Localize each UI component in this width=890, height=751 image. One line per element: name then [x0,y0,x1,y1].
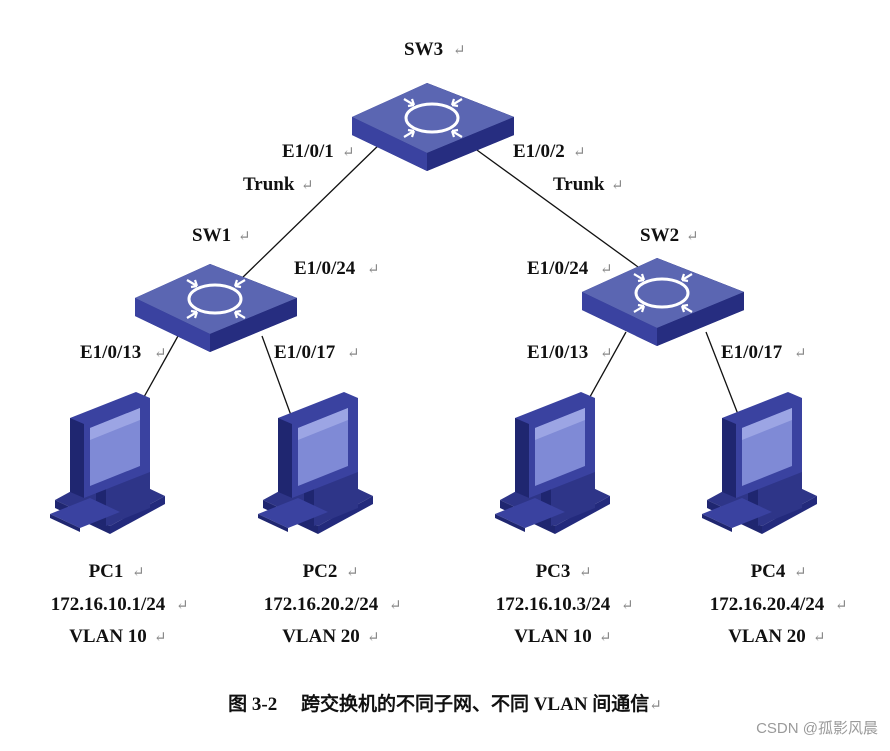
return-mark: ↵ [835,598,848,614]
return-mark: ↵ [132,565,145,581]
pc4-icon [702,392,817,534]
sw3-label: SW3 [404,39,443,60]
sw2-label: SW2 [640,225,679,246]
switch-sw3 [350,81,516,173]
port-label-pc2: E1/0/17 [274,342,336,363]
return-mark: ↵ [342,145,355,161]
return-mark: ↵ [346,565,359,581]
pc4-ip: 172.16.20.4/24 [710,594,825,615]
return-mark: ↵ [621,598,634,614]
pc1-ip: 172.16.10.1/24 [51,594,166,615]
return-mark: ↵ [453,43,466,59]
pc2-vlan: VLAN 20 [282,626,360,647]
links [119,139,749,441]
pc2-ip: 172.16.20.2/24 [264,594,379,615]
pc1-vlan: VLAN 10 [69,626,147,647]
port-label-pc1: E1/0/13 [80,342,141,363]
return-mark: ↵ [573,145,586,161]
pc3-icon [495,392,610,534]
return-mark: ↵ [794,346,807,362]
return-mark: ↵ [813,630,826,646]
switch-sw1 [133,262,299,354]
link-sw3-sw1 [239,139,385,281]
pc4-name: PC4 [751,561,786,582]
return-mark: ↵ [686,229,699,245]
pc2-icon [258,392,373,534]
pc4-vlan: VLAN 20 [728,626,806,647]
trunk-label-left: Trunk [243,174,295,195]
return-mark: ↵ [367,262,380,278]
return-mark: ↵ [238,229,251,245]
caption-text: 图 3-2 跨交换机的不同子网、不同 VLAN 间通信 [228,694,650,715]
port-label-sw2-uplink: E1/0/24 [527,258,589,279]
figure-caption: 图 3-2 跨交换机的不同子网、不同 VLAN 间通信↵ [0,689,890,716]
return-mark: ↵ [600,262,613,278]
return-mark: ↵ [367,630,380,646]
return-mark: ↵ [347,346,360,362]
sw1-label: SW1 [192,225,231,246]
return-mark: ↵ [599,630,612,646]
link-sw3-sw2 [469,144,646,273]
port-label-pc3: E1/0/13 [527,342,588,363]
return-mark: ↵ [154,630,167,646]
return-mark: ↵ [389,598,402,614]
return-mark: ↵ [301,178,314,194]
return-mark: ↵ [649,698,662,714]
return-mark: ↵ [611,178,624,194]
return-mark: ↵ [176,598,189,614]
return-mark: ↵ [154,346,167,362]
trunk-label-right: Trunk [553,174,605,195]
pc1-name: PC1 [89,561,124,582]
port-label-pc4: E1/0/17 [721,342,783,363]
return-mark: ↵ [579,565,592,581]
return-mark: ↵ [794,565,807,581]
return-mark: ↵ [600,346,613,362]
pc1-icon [50,392,165,534]
pc3-ip: 172.16.10.3/24 [496,594,611,615]
port-label-sw3-right: E1/0/2 [513,141,565,162]
watermark: CSDN @孤影风晨 [756,720,878,737]
pc3-name: PC3 [536,561,571,582]
pc3-vlan: VLAN 10 [514,626,592,647]
port-label-sw1-uplink: E1/0/24 [294,258,356,279]
port-label-sw3-left: E1/0/1 [282,141,334,162]
pc2-name: PC2 [303,561,338,582]
